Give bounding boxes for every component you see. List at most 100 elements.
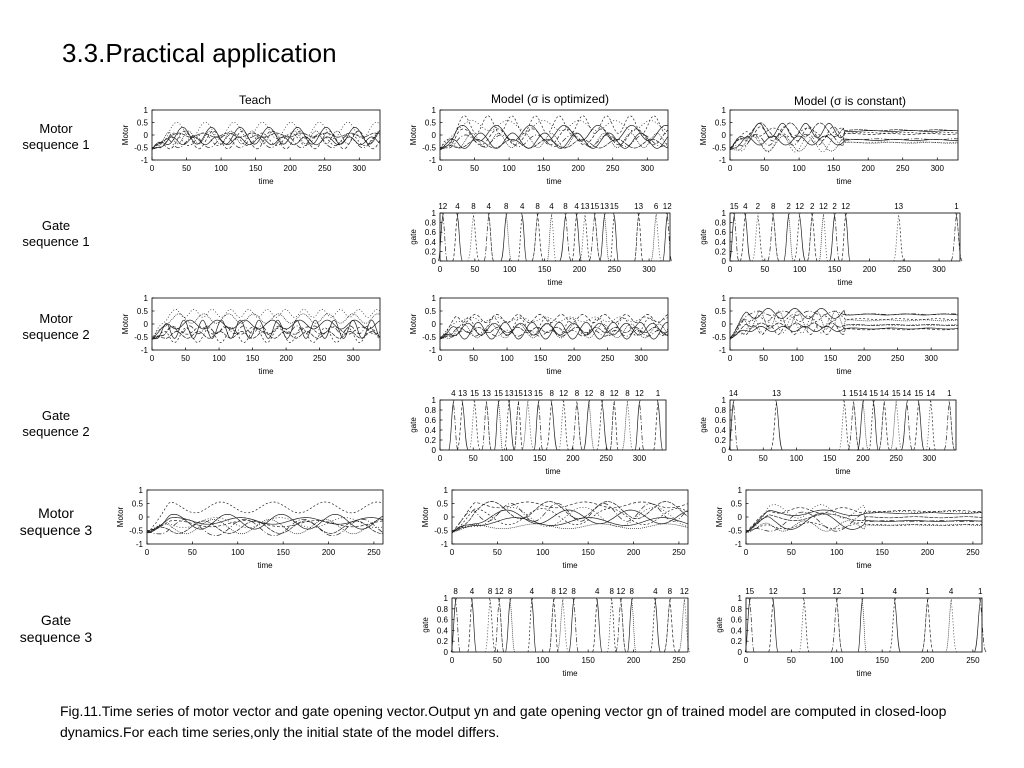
gate-switch-curve xyxy=(615,597,623,653)
gate-switch-curve xyxy=(497,597,505,653)
gate-xtick-label: 50 xyxy=(760,265,769,274)
gate-switch-label: 12 xyxy=(559,389,568,398)
gate-switch-curve xyxy=(897,212,905,262)
motor-xaxis-title: time xyxy=(856,561,872,570)
gate-plot-frame xyxy=(439,399,667,451)
motor-series-line xyxy=(745,513,983,533)
gate-switch-curve xyxy=(437,212,445,262)
gate-switch-curve xyxy=(481,399,488,451)
gate-switch-curve xyxy=(546,212,553,262)
gate-switch-curve xyxy=(500,212,508,262)
motor-yaxis-title: Motor xyxy=(421,506,430,527)
gate-switch-curve xyxy=(798,212,806,262)
gate-switch-curve xyxy=(494,399,500,451)
gate-switch-curve xyxy=(572,597,579,653)
motor-ytick-label: -0.5 xyxy=(712,333,726,342)
gate-switch-curve xyxy=(488,597,496,653)
column-title-model-constant: Model (σ is constant) xyxy=(793,94,907,108)
gate-switch-curve xyxy=(536,212,544,262)
gate-ytick-label: 0.6 xyxy=(715,228,727,237)
gate-xaxis-title: time xyxy=(837,278,853,287)
gate-switch-curve xyxy=(637,212,644,262)
motor-yaxis-title: Motor xyxy=(121,313,130,334)
gate-switch-curve xyxy=(638,399,645,451)
motor-xtick-label: 100 xyxy=(536,548,550,557)
motor-xtick-label: 200 xyxy=(284,164,298,173)
gate-switch-label: 13 xyxy=(634,202,643,211)
gate-switch-curve xyxy=(531,212,539,262)
motor-yaxis-title: Motor xyxy=(699,313,708,334)
gate-switch-curve xyxy=(556,597,565,653)
gate-switch-label: 15 xyxy=(514,389,523,398)
gate-switch-label: 12 xyxy=(558,587,567,596)
motor-xtick-label: 100 xyxy=(212,354,226,363)
gate-switch-curve xyxy=(678,597,686,653)
motor-xtick-label: 50 xyxy=(759,354,768,363)
motor-yaxis-title: Motor xyxy=(116,506,125,527)
gate-switch-curve xyxy=(504,212,512,262)
gate-switch-curve xyxy=(653,597,661,653)
gate-switch-label: 8 xyxy=(563,202,568,211)
gate-switch-curve xyxy=(513,399,520,451)
motor-xtick-label: 250 xyxy=(318,164,332,173)
gate-switch-label: 15 xyxy=(745,587,754,596)
gate-switch-curve xyxy=(450,597,457,653)
gate-switch-label: 8 xyxy=(600,389,605,398)
gate-xtick-label: 300 xyxy=(923,454,937,463)
gate-switch-curve xyxy=(890,399,898,451)
motor-series-line xyxy=(451,523,689,534)
gate-plot-frame xyxy=(439,212,671,262)
gate-switch-curve xyxy=(744,597,751,653)
gate-switch-curve xyxy=(564,212,572,262)
motor-xaxis-title: time xyxy=(562,561,578,570)
gate-switch-label: 8 xyxy=(453,587,458,596)
motor-xtick-label: 200 xyxy=(862,164,876,173)
motor-ytick-label: 1 xyxy=(444,486,449,495)
motor-series-line xyxy=(729,133,958,151)
motor-xtick-label: 0 xyxy=(744,548,749,557)
gate-switch-curve xyxy=(485,399,492,451)
gate-switch-curve xyxy=(806,212,814,262)
gate-ytick-label: 0.6 xyxy=(425,416,437,425)
gate-switch-curve xyxy=(600,399,609,451)
gate-switch-label: 12 xyxy=(769,587,778,596)
gate-switch-curve xyxy=(548,597,555,653)
motor-xtick-label: 250 xyxy=(891,354,905,363)
motor-series-line xyxy=(439,317,669,340)
motor-xtick-label: 300 xyxy=(931,164,945,173)
motor-xtick-label: 0 xyxy=(450,548,455,557)
gate-switch-curve xyxy=(609,212,616,262)
motor-series-line xyxy=(151,121,381,150)
gate-xtick-label: 250 xyxy=(608,265,622,274)
motor-ytick-label: 1 xyxy=(722,294,727,303)
gate-switch-curve xyxy=(650,212,658,262)
gate-xtick-label: 150 xyxy=(533,454,547,463)
gate-switch-label: 8 xyxy=(571,587,576,596)
motor-xtick-label: 0 xyxy=(728,164,733,173)
motor-xtick-label: 150 xyxy=(875,548,889,557)
gate-switch-label: 14 xyxy=(729,389,738,398)
gate-switch-curve xyxy=(467,212,475,262)
gate-plot-frame xyxy=(745,597,983,653)
gate-switch-label: 1 xyxy=(978,587,983,596)
motor-ytick-label: 0.5 xyxy=(437,500,449,509)
gate-xtick-label: 250 xyxy=(966,656,980,665)
motor-ytick-label: 0 xyxy=(144,131,149,140)
gate-switch-curve xyxy=(654,212,662,262)
motor-xtick-label: 200 xyxy=(627,548,641,557)
gate-switch-curve xyxy=(950,212,958,262)
motor-series-line xyxy=(451,506,689,534)
motor-ytick-label: 0 xyxy=(738,513,743,522)
motor-series-line xyxy=(729,127,959,151)
motor-ytick-label: 1 xyxy=(738,486,743,495)
motor-series-line xyxy=(146,520,384,533)
gate-switch-curve xyxy=(798,597,806,653)
gate-xtick-label: 300 xyxy=(642,265,656,274)
motor-plot-frame xyxy=(745,489,983,545)
gate-switch-curve xyxy=(583,399,591,451)
